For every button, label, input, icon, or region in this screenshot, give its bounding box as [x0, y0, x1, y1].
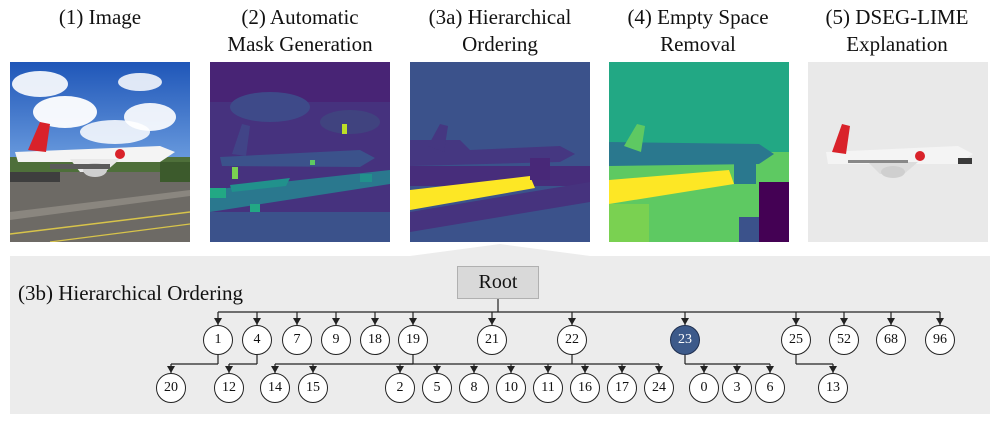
panel-3a-title-line1: (3a) Hierarchical: [428, 5, 572, 29]
tree-node-52: 52: [829, 325, 859, 355]
empty-space-removal-panel: [609, 62, 789, 242]
tree-node-5: 5: [422, 373, 452, 403]
panel-1-title: (1) Image: [0, 4, 200, 31]
tree-node-9: 9: [321, 325, 351, 355]
tree-node-15: 15: [298, 373, 328, 403]
hierarchical-ordering-panel: [410, 62, 590, 242]
tree-node-2: 2: [385, 373, 415, 403]
tree-node-16: 16: [570, 373, 600, 403]
tree-node-1: 1: [203, 325, 233, 355]
tree-node-7: 7: [282, 325, 312, 355]
tree-node-10: 10: [496, 373, 526, 403]
panel-3a-title-line2: Ordering: [462, 32, 538, 56]
panel-3a-title: (3a) Hierarchical Ordering: [400, 4, 600, 58]
panel-2-title: (2) Automatic Mask Generation: [200, 4, 400, 58]
tree-node-12: 12: [214, 373, 244, 403]
dseg-lime-explanation-panel: [808, 62, 988, 242]
tree-node-19: 19: [398, 325, 428, 355]
panel-4-title-line2: Removal: [660, 32, 736, 56]
tree-title: (3b) Hierarchical Ordering: [18, 281, 244, 305]
image-panel: [10, 62, 190, 242]
hierarchical-mask-image: [410, 62, 590, 242]
tree-node-22: 22: [557, 325, 587, 355]
panel-2-title-line2: Mask Generation: [227, 32, 373, 56]
tree-node-21: 21: [477, 325, 507, 355]
tree-node-13: 13: [818, 373, 848, 403]
panel-4-title: (4) Empty Space Removal: [598, 4, 798, 58]
tree-node-8: 8: [459, 373, 489, 403]
tree-node-0: 0: [689, 373, 719, 403]
panel-5-title-line1: (5) DSEG-LIME: [825, 5, 969, 29]
tree-node-11: 11: [533, 373, 563, 403]
tree-node-68: 68: [876, 325, 906, 355]
root-node: Root: [457, 266, 539, 299]
tree-node-18: 18: [360, 325, 390, 355]
tree-node-4: 4: [242, 325, 272, 355]
mask-generation-panel: [210, 62, 390, 242]
segmentation-mask-image: [210, 62, 390, 242]
tree-node-24: 24: [644, 373, 674, 403]
tree-node-96: 96: [925, 325, 955, 355]
tree-node-20: 20: [156, 373, 186, 403]
explanation-airplane-image: [826, 124, 973, 178]
airplane-photo: [10, 62, 190, 242]
panel-5-title: (5) DSEG-LIME Explanation: [797, 4, 997, 58]
panel-5-title-line2: Explanation: [846, 32, 948, 56]
tree-node-23: 23: [670, 325, 700, 355]
tree-node-25: 25: [781, 325, 811, 355]
tree-node-3: 3: [722, 373, 752, 403]
panel-4-title-line1: (4) Empty Space: [627, 5, 769, 29]
panel-2-title-line1: (2) Automatic: [241, 5, 359, 29]
tree-node-17: 17: [607, 373, 637, 403]
panel-1-title-line1: (1) Image: [58, 5, 142, 29]
tree-node-14: 14: [260, 373, 290, 403]
empty-space-removed-image: [609, 62, 789, 242]
tree-node-6: 6: [755, 373, 785, 403]
